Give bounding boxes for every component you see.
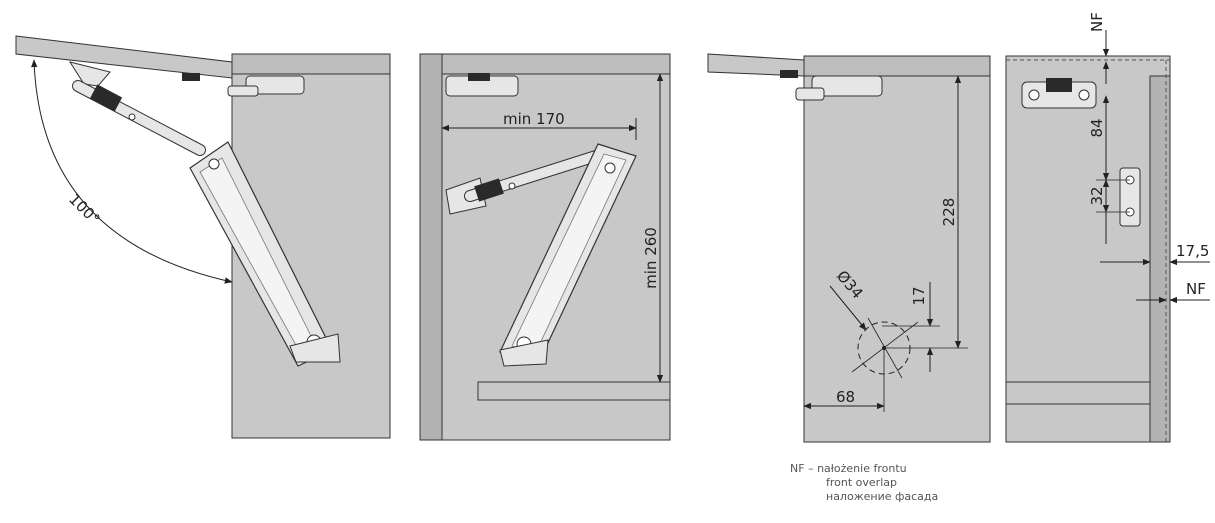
min-height-label: min 260 <box>642 227 660 289</box>
view-opening-angle: 100° <box>15 35 391 439</box>
dim-228-label: 228 <box>940 198 958 227</box>
legend-line-ru: наложение фасада <box>826 490 939 503</box>
cabinet-top-panel-2 <box>441 53 671 75</box>
cabinet-top-panel <box>231 53 391 75</box>
nf-side-label: NF <box>1186 280 1206 298</box>
dim-68-label: 68 <box>836 388 855 406</box>
dimension-min-width: min 170 <box>441 110 637 140</box>
lift-mechanism-2 <box>445 143 637 367</box>
dim-32-label: 32 <box>1088 186 1106 205</box>
dim-17-5-label: 17,5 <box>1176 242 1209 260</box>
view-min-dimensions: min 170 min 260 <box>419 53 671 441</box>
side-strip-4 <box>1149 75 1171 443</box>
dimension-68: 68 <box>803 348 885 412</box>
dimension-17-5: 17,5 <box>1100 242 1210 266</box>
dimension-nf-side: NF <box>1136 280 1210 304</box>
hinge-top-2 <box>445 73 519 97</box>
dimension-84: 84 <box>1088 95 1130 181</box>
cabinet-front-panel <box>1005 55 1171 443</box>
hinge-top-3 <box>780 70 883 101</box>
dimension-min-height: min 260 <box>642 73 664 383</box>
nf-top-label: NF <box>1088 12 1106 32</box>
dimension-228: 228 <box>940 75 962 349</box>
hinge-plate-4 <box>1021 78 1097 109</box>
open-door-panel <box>15 35 233 79</box>
view-drilling: Ø34 17 228 68 <box>707 53 991 443</box>
legend-row-1: NF – nałożenie frontu <box>790 462 938 476</box>
legend-abbr: NF <box>790 462 805 475</box>
dimension-17: 17 <box>882 282 968 372</box>
min-width-label: min 170 <box>503 110 565 128</box>
cabinet-top-panel-3 <box>803 55 991 77</box>
dimension-nf-top: NF <box>1088 12 1110 84</box>
nf-legend: NF – nałożenie frontu front overlap нало… <box>790 462 938 504</box>
view-front-overlap: NF 84 32 17,5 NF <box>1005 12 1210 443</box>
mounting-plate-4 <box>1119 167 1141 227</box>
cabinet-side-strip <box>419 53 443 441</box>
dim-84-label: 84 <box>1088 118 1106 137</box>
dimension-32: 32 <box>1088 179 1130 244</box>
cabinet-side-panel-3 <box>803 55 991 443</box>
legend-line-en: front overlap <box>826 476 897 489</box>
legend-dash: – <box>808 462 814 475</box>
angle-label: 100° <box>65 190 103 228</box>
dim-17-label: 17 <box>910 286 928 305</box>
shelf-panel <box>477 381 671 401</box>
shelf-panel-4 <box>1005 381 1151 405</box>
legend-line-pl: nałożenie frontu <box>817 462 907 475</box>
